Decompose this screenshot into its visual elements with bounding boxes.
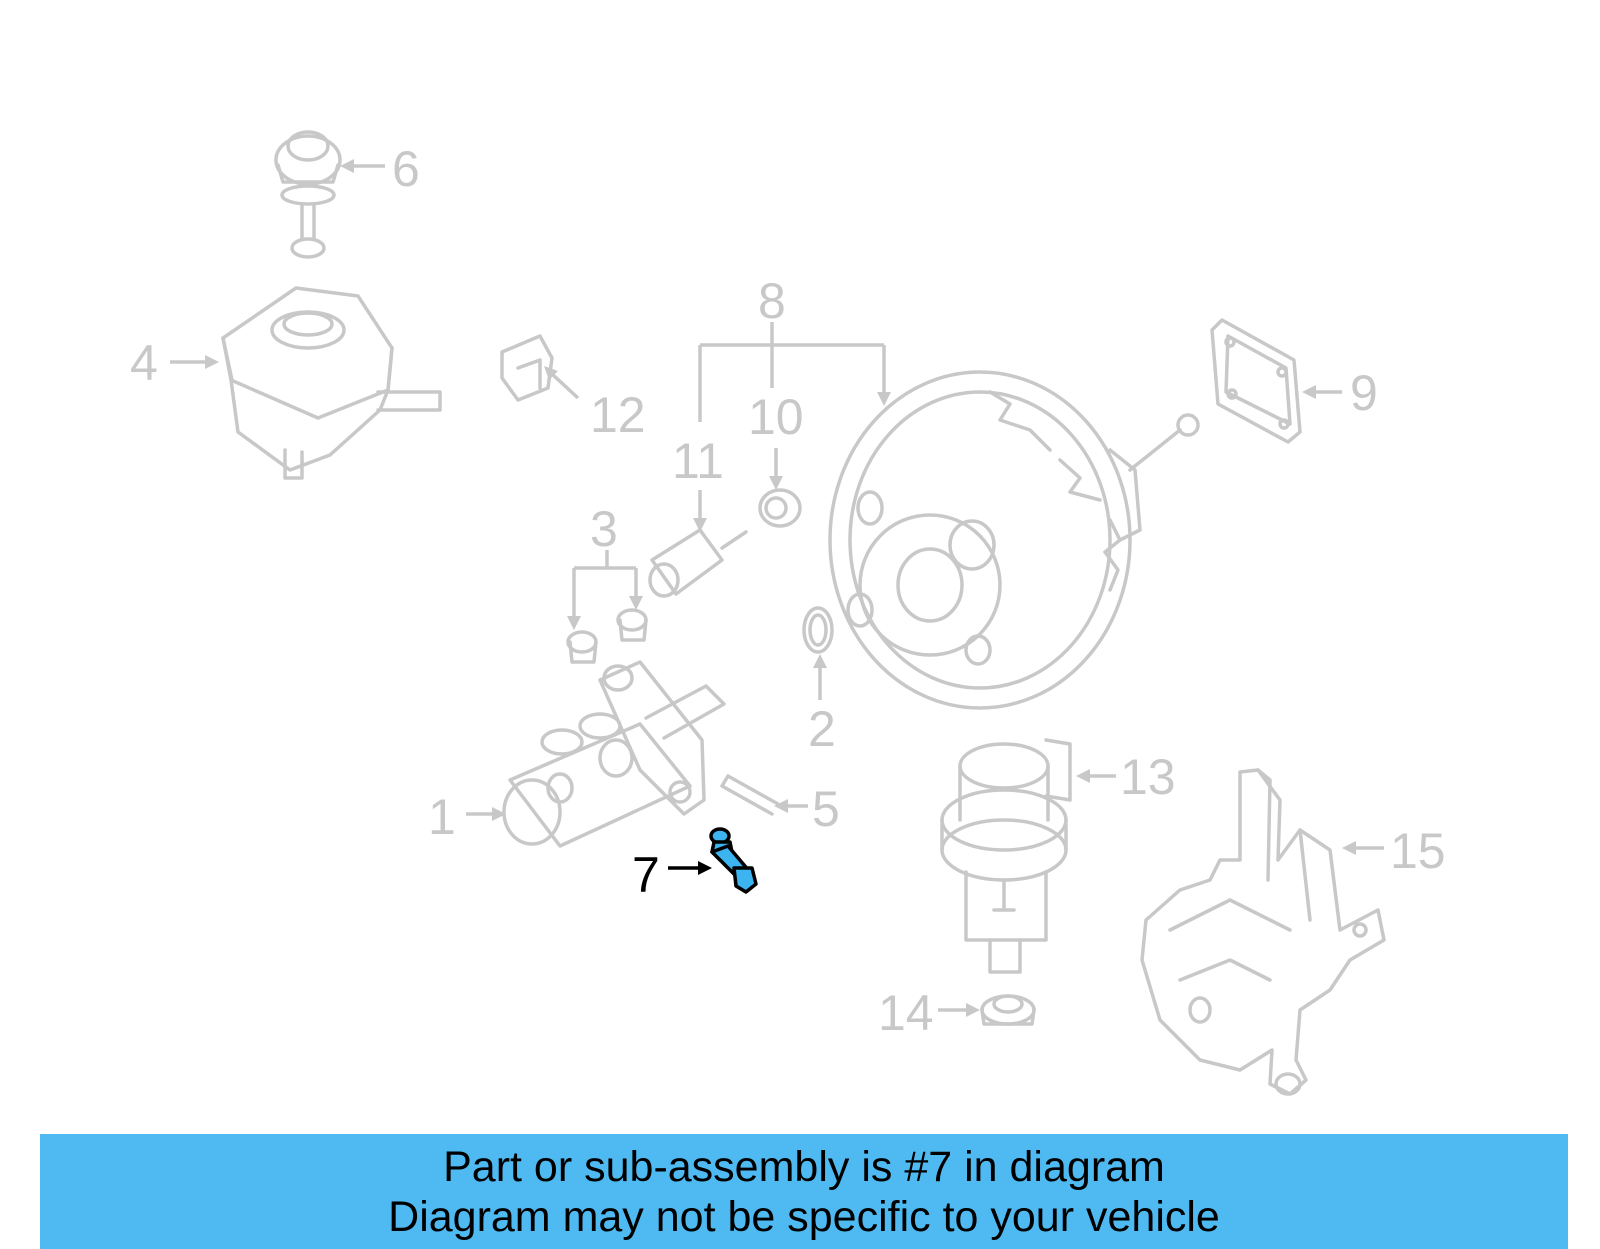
callout-7: 7	[632, 847, 660, 903]
part-2-o-ring[interactable]	[802, 606, 834, 654]
part-8-brake-booster[interactable]	[828, 370, 1200, 710]
part-12-bracket[interactable]	[500, 334, 554, 402]
leader-12	[544, 366, 580, 400]
part-11-sensor[interactable]	[648, 528, 748, 598]
part-15-mounting-bracket[interactable]	[1140, 768, 1386, 1096]
banner-line-1: Part or sub-assembly is #7 in diagram	[443, 1142, 1165, 1191]
leader-13	[1076, 769, 1116, 783]
leader-4	[170, 355, 219, 369]
part-13-vacuum-pump[interactable]	[940, 738, 1072, 974]
callout-14: 14	[878, 985, 934, 1041]
callout-9: 9	[1350, 365, 1378, 421]
callout-6: 6	[392, 141, 420, 197]
part-9-gasket[interactable]	[1210, 318, 1302, 444]
part-10-grommet[interactable]	[758, 488, 802, 528]
leader-1	[466, 807, 506, 821]
leader-11	[693, 490, 707, 532]
callout-10: 10	[748, 389, 804, 445]
info-banner: Part or sub-assembly is #7 in diagram Di…	[40, 1134, 1568, 1249]
part-1-master-cylinder[interactable]	[502, 660, 726, 848]
callout-15: 15	[1390, 823, 1446, 879]
part-6-reservoir-cap[interactable]	[274, 130, 342, 259]
callout-13: 13	[1120, 749, 1176, 805]
leader-8	[698, 322, 891, 422]
part-3-plugs[interactable]	[566, 608, 648, 664]
part-7-bleeder-screw[interactable]	[709, 827, 758, 894]
callout-8: 8	[758, 273, 786, 329]
callout-1: 1	[428, 789, 456, 845]
leader-9	[1302, 385, 1342, 399]
callout-2: 2	[808, 701, 836, 757]
part-5-pin[interactable]	[720, 774, 780, 816]
part-14-seal[interactable]	[980, 994, 1036, 1026]
callout-5: 5	[812, 781, 840, 837]
callout-11: 11	[672, 433, 724, 489]
leader-3	[567, 550, 643, 630]
leader-2	[813, 654, 827, 700]
leader-14	[938, 1003, 980, 1017]
callout-4: 4	[130, 335, 158, 391]
leader-15	[1342, 841, 1384, 855]
leader-10	[769, 448, 783, 490]
leader-5	[774, 799, 808, 813]
callout-3: 3	[590, 501, 618, 557]
callout-12: 12	[590, 387, 646, 443]
leader-6	[340, 159, 385, 173]
banner-line-2: Diagram may not be specific to your vehi…	[388, 1192, 1220, 1241]
part-4-fluid-reservoir[interactable]	[221, 286, 442, 480]
leader-7	[668, 861, 712, 875]
